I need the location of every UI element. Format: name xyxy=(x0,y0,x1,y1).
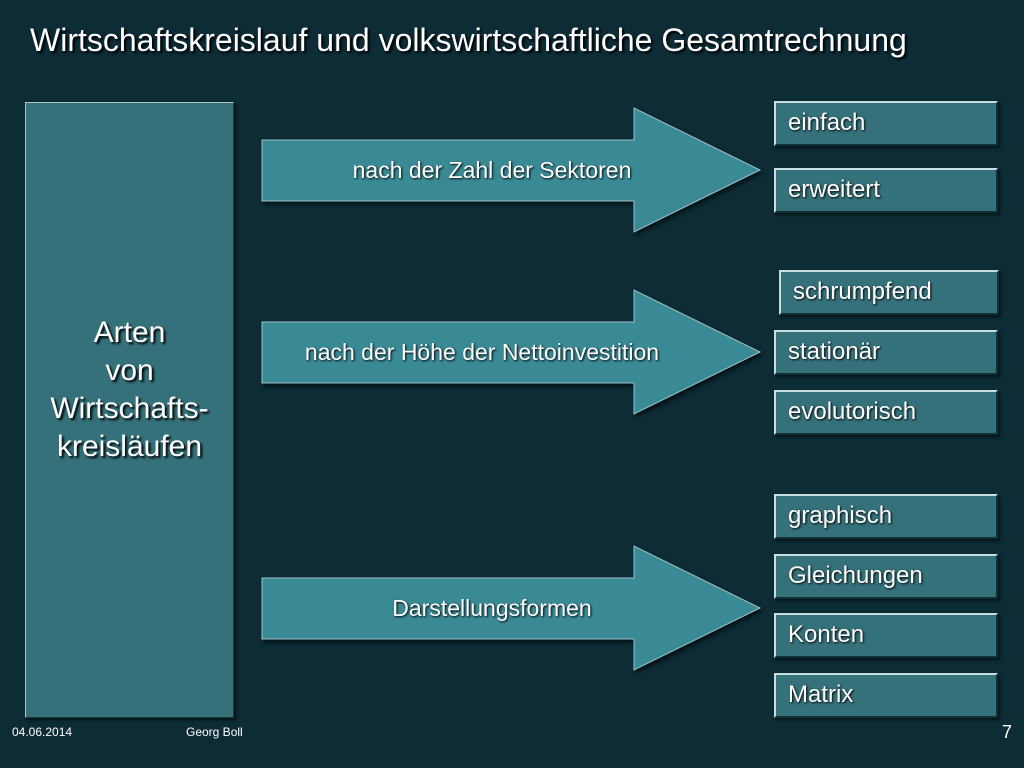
root-box-label: Arten von Wirtschafts- kreisläufen xyxy=(50,314,208,466)
item-label: einfach xyxy=(788,109,866,136)
arrow-darstellungsformen: Darstellungsformen xyxy=(261,545,762,671)
item-matrix: Matrix xyxy=(774,673,998,718)
footer-date: 04.06.2014 xyxy=(12,725,73,739)
footer-author: Georg Boll xyxy=(186,725,243,739)
item-erweitert: erweitert xyxy=(774,168,998,213)
item-konten: Konten xyxy=(774,613,998,658)
item-label: graphisch xyxy=(788,502,893,529)
arrow-sektoren: nach der Zahl der Sektoren xyxy=(261,107,762,233)
page-number: 7 xyxy=(1001,722,1012,742)
item-einfach: einfach xyxy=(774,101,998,146)
item-label: stationär xyxy=(788,338,881,365)
arrow-nettoinvestition: nach der Höhe der Nettoinvestition xyxy=(261,289,762,415)
arrow-sektoren-label: nach der Zahl der Sektoren xyxy=(352,157,632,183)
arrow-darstellungsformen-shape xyxy=(261,545,762,671)
item-gleichungen: Gleichungen xyxy=(774,554,998,599)
item-graphisch: graphisch xyxy=(774,494,998,539)
item-label: schrumpfend xyxy=(793,278,932,305)
item-label: Konten xyxy=(788,621,865,648)
root-label-line-2: von xyxy=(105,354,154,387)
item-schrumpfend: schrumpfend xyxy=(779,270,999,315)
arrow-sektoren-shape xyxy=(261,107,762,233)
root-label-line-4: kreisläufen xyxy=(56,430,203,463)
arrow-nettoinvestition-shape xyxy=(261,289,762,415)
root-label-line-3: Wirtschafts- xyxy=(50,392,209,425)
arrow-nettoinvestition-label: nach der Höhe der Nettoinvestition xyxy=(304,339,660,365)
arrow-darstellungsformen-label: Darstellungsformen xyxy=(392,595,592,621)
item-label: Gleichungen xyxy=(788,562,923,589)
slide-title: Wirtschaftskreislauf und volkswirtschaft… xyxy=(30,22,907,58)
item-label: erweitert xyxy=(788,176,881,203)
item-label: evolutorisch xyxy=(788,398,917,425)
item-label: Matrix xyxy=(788,681,854,708)
root-label-line-1: Arten xyxy=(93,316,166,349)
item-stationaer: stationär xyxy=(774,330,998,375)
root-box: Arten von Wirtschafts- kreisläufen xyxy=(25,102,234,718)
item-evolutorisch: evolutorisch xyxy=(774,390,998,435)
